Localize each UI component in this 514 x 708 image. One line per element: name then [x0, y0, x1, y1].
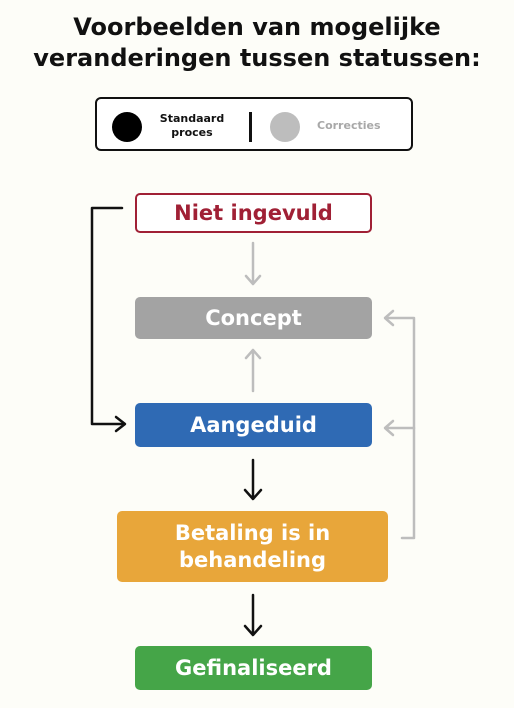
corrections-dot-icon: [270, 112, 300, 142]
arrow-not-filled-to-marked: [90, 206, 126, 426]
title-line-1: Voorbeelden van mogelijke: [73, 13, 441, 41]
arrow-marked-to-concept: [244, 348, 262, 393]
arrow-not-filled-to-concept: [244, 241, 262, 286]
legend-standard-line-2: proces: [171, 126, 213, 139]
arrow-payment-to-finalized: [243, 593, 263, 637]
status-payment-line-1: Betaling is in: [174, 520, 331, 545]
legend-standard-line-1: Standaard: [159, 112, 225, 125]
page-title: Voorbeelden van mogelijke veranderingen …: [0, 12, 514, 74]
legend-separator: [249, 112, 252, 142]
title-line-2: veranderingen tussen statussen:: [33, 44, 481, 72]
standard-process-dot-icon: [112, 112, 142, 142]
legend-corrections-label: Correcties: [317, 119, 381, 132]
status-finalized: Gefinaliseerd: [135, 646, 372, 690]
arrow-head-to-marked: [114, 415, 127, 433]
status-marked: Aangeduid: [135, 403, 372, 447]
legend-standard-label: Standaard proces: [152, 112, 232, 140]
status-payment-processing: Betaling is in behandeling: [117, 511, 388, 582]
legend: Standaard proces Correcties: [95, 97, 413, 151]
arrow-head-to-concept: [383, 309, 395, 327]
arrow-marked-to-payment: [243, 458, 263, 501]
status-payment-line-2: behandeling: [179, 547, 326, 572]
arrow-to-marked: [383, 419, 416, 437]
status-concept: Concept: [135, 297, 372, 339]
status-not-filled: Niet ingevuld: [135, 193, 372, 233]
